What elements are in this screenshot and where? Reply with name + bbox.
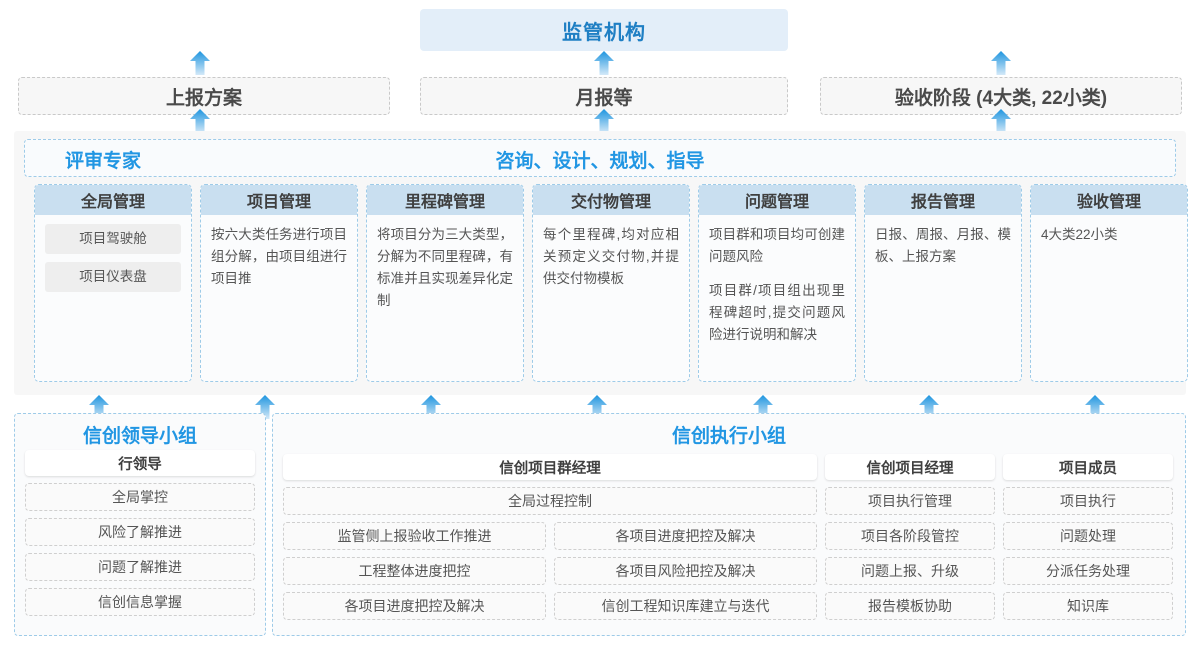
task-item[interactable]: 项目各阶段管控 [825,522,995,550]
task-item[interactable]: 分派任务处理 [1003,557,1173,585]
band-center-label: 咨询、设计、规划、指导 [495,150,705,172]
card-paragraph: 将项目分为三大类型，分解为不同里程碑，有标准并且实现差异化定制 [377,227,513,308]
task-item[interactable]: 各项目风险把控及解决 [554,557,817,585]
task-item[interactable]: 问题了解推进 [25,553,255,581]
management-cards: 全局管理 项目驾驶舱 项目仪表盘 项目管理 按六大类任务进行项目组分解，由项目组… [34,184,1188,382]
card-body: 日报、周报、月报、模板、上报方案 [865,215,1021,381]
task-item[interactable]: 信创工程知识库建立与迭代 [554,592,817,620]
card-title: 交付物管理 [533,185,689,215]
leader-group: 信创领导小组 行领导 全局掌控 风险了解推进 问题了解推进 信创信息掌握 [14,413,266,636]
role-header-program-manager[interactable]: 信创项目群经理 [283,454,817,480]
card-body: 项目群和项目均可创建问题风险 项目群/项目组出现里程碑超时,提交问题风险进行说明… [699,215,855,381]
task-item[interactable]: 风险了解推进 [25,518,255,546]
task-item[interactable]: 各项目进度把控及解决 [554,522,817,550]
arrow-up-icon [918,394,940,420]
task-item[interactable]: 全局掌控 [25,483,255,511]
task-item[interactable]: 问题上报、升级 [825,557,995,585]
consulting-band: 评审专家 咨询、设计、规划、指导 全局管理 项目驾驶舱 项目仪表盘 项目管理 按… [14,131,1188,395]
arrow-up-icon [593,50,615,76]
arrow-up-icon [752,394,774,420]
arrow-up-icon [990,108,1012,134]
program-manager-task-grid: 监管侧上报验收工作推进 工程整体进度把控 各项目进度把控及解决 各项目进度把控及… [283,515,817,620]
card-title: 报告管理 [865,185,1021,215]
card-paragraph: 日报、周报、月报、模板、上报方案 [875,227,1011,264]
card-paragraph: 项目群/项目组出现里程碑超时,提交问题风险进行说明和解决 [709,283,845,342]
role-header-bank-leader[interactable]: 行领导 [25,450,255,476]
card-report-management[interactable]: 报告管理 日报、周报、月报、模板、上报方案 [864,184,1022,382]
arrow-up-icon [254,394,276,420]
card-body: 项目驾驶舱 项目仪表盘 [35,215,191,381]
card-paragraph: 4大类22小类 [1041,227,1118,242]
card-body: 每个里程碑,均对应相关预定义交付物,并提供交付物模板 [533,215,689,381]
task-item[interactable]: 知识库 [1003,592,1173,620]
card-body: 将项目分为三大类型，分解为不同里程碑，有标准并且实现差异化定制 [367,215,523,381]
exec-group: 信创执行小组 信创项目群经理 全局过程控制 监管侧上报验收工作推进 工程整体进度… [272,413,1186,636]
task-item[interactable]: 各项目进度把控及解决 [283,592,546,620]
program-manager-right-tasks: 各项目进度把控及解决 各项目风险把控及解决 信创工程知识库建立与迭代 [554,515,817,620]
task-item[interactable]: 信创信息掌握 [25,588,255,616]
card-title: 项目管理 [201,185,357,215]
card-issue-management[interactable]: 问题管理 项目群和项目均可创建问题风险 项目群/项目组出现里程碑超时,提交问题风… [698,184,856,382]
card-body: 4大类22小类 [1031,215,1187,381]
card-acceptance-management[interactable]: 验收管理 4大类22小类 [1030,184,1188,382]
band-left-label: 评审专家 [65,150,142,172]
card-milestone-management[interactable]: 里程碑管理 将项目分为三大类型，分解为不同里程碑，有标准并且实现差异化定制 [366,184,524,382]
arrow-up-icon [189,108,211,134]
column-project-member: 项目成员 项目执行 问题处理 分派任务处理 知识库 [1003,454,1173,620]
report-box-plan: 上报方案 [18,77,390,115]
card-title: 全局管理 [35,185,191,215]
task-item[interactable]: 工程整体进度把控 [283,557,546,585]
task-item[interactable]: 问题处理 [1003,522,1173,550]
column-program-manager: 信创项目群经理 全局过程控制 监管侧上报验收工作推进 工程整体进度把控 各项目进… [283,454,817,620]
card-global-management[interactable]: 全局管理 项目驾驶舱 项目仪表盘 [34,184,192,382]
pill-item[interactable]: 项目仪表盘 [45,262,181,292]
card-body: 按六大类任务进行项目组分解，由项目组进行项目推 [201,215,357,381]
exec-group-columns: 信创项目群经理 全局过程控制 监管侧上报验收工作推进 工程整体进度把控 各项目进… [283,454,1175,620]
card-title: 里程碑管理 [367,185,523,215]
column-project-manager: 信创项目经理 项目执行管理 项目各阶段管控 问题上报、升级 报告模板协助 [825,454,995,620]
card-paragraph: 每个里程碑,均对应相关预定义交付物,并提供交付物模板 [543,227,679,286]
task-item[interactable]: 报告模板协助 [825,592,995,620]
leader-group-title: 信创领导小组 [82,425,197,447]
task-item[interactable]: 项目执行 [1003,487,1173,515]
report-box-acceptance: 验收阶段 (4大类, 22小类) [820,77,1182,115]
arrow-up-icon [1084,394,1106,420]
arrow-up-icon [420,394,442,420]
card-title: 问题管理 [699,185,855,215]
arrow-up-icon [189,50,211,76]
card-project-management[interactable]: 项目管理 按六大类任务进行项目组分解，由项目组进行项目推 [200,184,358,382]
task-item[interactable]: 监管侧上报验收工作推进 [283,522,546,550]
arrow-up-icon [990,50,1012,76]
arrow-up-icon [586,394,608,420]
band-header: 评审专家 咨询、设计、规划、指导 [24,139,1176,177]
card-paragraph: 按六大类任务进行项目组分解，由项目组进行项目推 [211,227,347,286]
role-header-project-member[interactable]: 项目成员 [1003,454,1173,480]
task-item[interactable]: 全局过程控制 [283,487,817,515]
arrow-up-icon [88,394,110,420]
exec-group-title: 信创执行小组 [671,425,786,447]
task-item[interactable]: 项目执行管理 [825,487,995,515]
arrow-up-icon [593,108,615,134]
regulator-box: 监管机构 [420,9,788,51]
pill-item[interactable]: 项目驾驶舱 [45,224,181,254]
card-deliverable-management[interactable]: 交付物管理 每个里程碑,均对应相关预定义交付物,并提供交付物模板 [532,184,690,382]
card-title: 验收管理 [1031,185,1187,215]
role-header-project-manager[interactable]: 信创项目经理 [825,454,995,480]
leader-group-body: 行领导 全局掌控 风险了解推进 问题了解推进 信创信息掌握 [15,450,265,616]
card-paragraph: 项目群和项目均可创建问题风险 [709,227,845,264]
program-manager-left-tasks: 监管侧上报验收工作推进 工程整体进度把控 各项目进度把控及解决 [283,515,546,620]
